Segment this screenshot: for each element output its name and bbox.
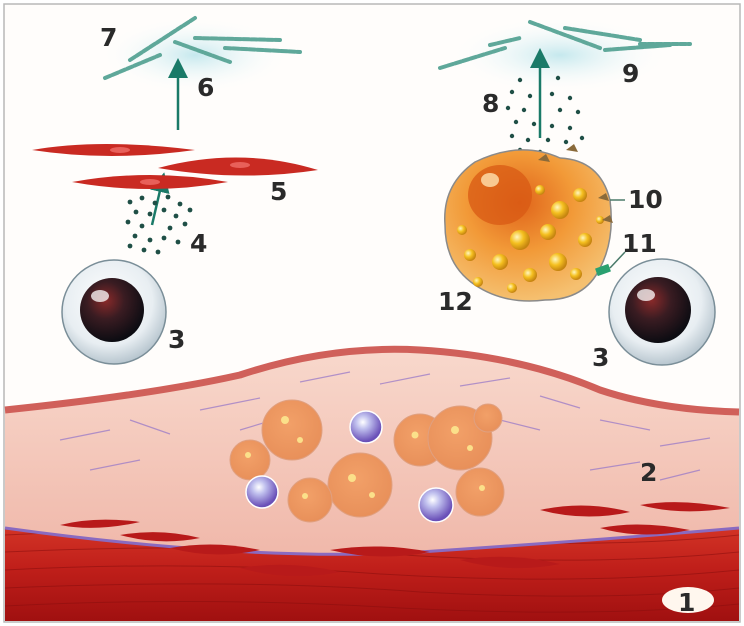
label-6: 6 (197, 73, 214, 102)
label-1: 1 (678, 588, 695, 617)
label-3-left: 3 (168, 325, 185, 354)
macrophage-right (609, 259, 715, 365)
label-10: 10 (628, 185, 663, 214)
label-12: 12 (438, 287, 473, 316)
foam-cell (445, 150, 612, 301)
label-9: 9 (622, 59, 639, 88)
label-11: 11 (622, 229, 657, 258)
label-5: 5 (270, 177, 287, 206)
macrophage-left (62, 260, 166, 364)
label-4: 4 (190, 229, 207, 258)
label-3-right: 3 (592, 343, 609, 372)
label-7: 7 (100, 23, 117, 52)
label-2: 2 (640, 458, 657, 487)
label-8: 8 (482, 89, 499, 118)
